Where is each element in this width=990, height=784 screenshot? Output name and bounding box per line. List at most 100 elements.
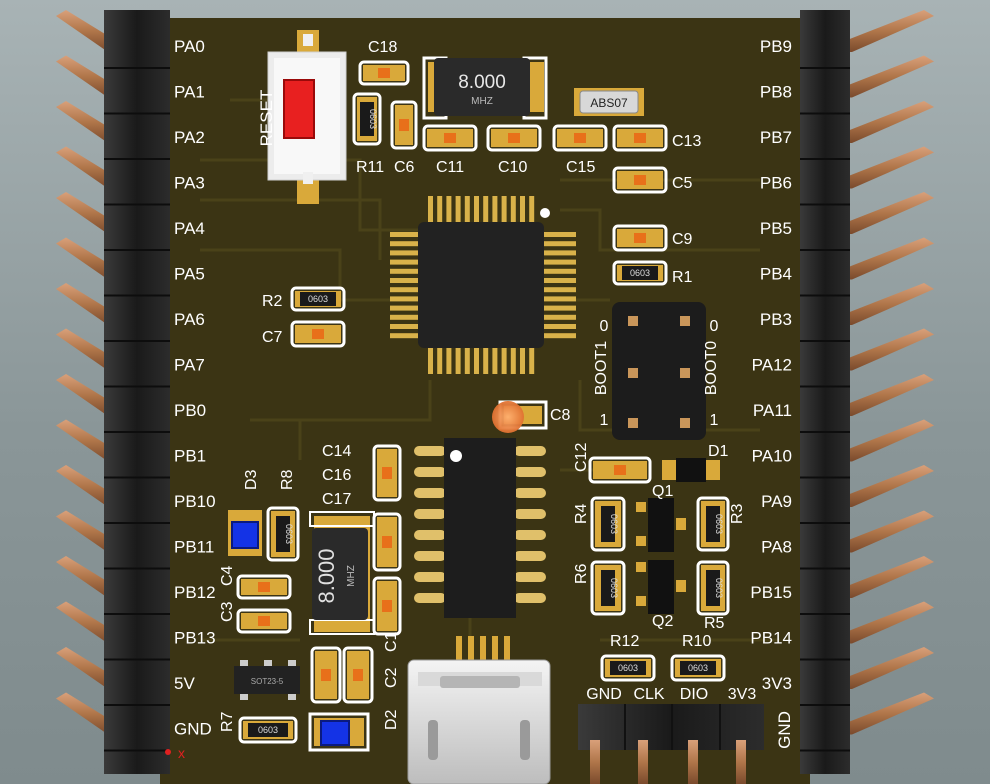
- ref-d1: D1: [708, 443, 729, 460]
- uart-pin1-dot: [450, 450, 462, 462]
- mcu-pin: [446, 346, 452, 374]
- left-pin-label: PB1: [174, 447, 206, 466]
- left-header-pin: [56, 328, 118, 371]
- right-pin-label: PB4: [760, 265, 792, 284]
- swd-header[interactable]: [578, 704, 764, 784]
- mcu-pin: [492, 346, 498, 374]
- capacitor: [486, 124, 542, 152]
- mcu-pin: [542, 278, 576, 283]
- package-code: 0603: [368, 109, 378, 129]
- ref-d2: D2: [383, 709, 400, 730]
- reset-actuator[interactable]: [283, 79, 315, 139]
- left-pin-label: PA7: [174, 356, 205, 375]
- reset-button[interactable]: [267, 30, 347, 204]
- capacitor: [422, 124, 478, 152]
- ref-r11: R11: [356, 159, 384, 176]
- uart-chip-pin: [514, 509, 546, 519]
- uart-chip-pin: [514, 593, 546, 603]
- right-pin-label: PA8: [761, 538, 792, 557]
- left-header-pin: [56, 101, 118, 143]
- package-code: 0603: [284, 524, 294, 544]
- left-header-pin: [56, 283, 118, 325]
- left-header-pin: [56, 374, 118, 416]
- q1-transistor: [648, 498, 674, 552]
- package-code: 0603: [714, 578, 724, 598]
- boot0-one-label: 1: [710, 412, 719, 429]
- ref-c4: C4: [219, 565, 236, 586]
- resistor: 0603: [600, 654, 656, 682]
- mcu-pin: [428, 346, 433, 374]
- capacitor: [358, 60, 410, 86]
- mcu-pin: [390, 314, 420, 320]
- boot1-label: BOOT1: [593, 341, 610, 395]
- left-header-pins: [56, 10, 118, 735]
- uart-chip-pin: [514, 488, 546, 498]
- uart-chip-body: [444, 438, 516, 618]
- resistor: 0603: [590, 560, 626, 616]
- ref-r2: R2: [262, 293, 283, 310]
- uart-chip-pin: [414, 593, 446, 603]
- swd-pin-label: GND: [586, 686, 622, 703]
- mcu-pin: [390, 250, 420, 256]
- mcu-pin: [510, 196, 516, 224]
- right-header-pin: [842, 55, 934, 98]
- uart-chip-pin: [414, 509, 446, 519]
- mcu-pin: [542, 305, 576, 311]
- right-header-pin: [842, 10, 934, 52]
- right-header-pin: [842, 465, 934, 507]
- uart-chip-pin: [514, 551, 546, 561]
- right-header-pin: [842, 101, 934, 143]
- uart-chip-pin: [414, 572, 446, 582]
- package-code: 0603: [609, 578, 619, 598]
- usb-uart-chip: [414, 438, 546, 618]
- right-pin-label: PB15: [750, 583, 792, 602]
- swd-pin-label: 3V3: [728, 686, 757, 703]
- c8-led: [492, 400, 548, 433]
- mcu-pin: [390, 324, 420, 329]
- mcu-pin: [520, 196, 525, 224]
- ref-r12: R12: [610, 633, 639, 650]
- ref-r5: R5: [704, 615, 725, 632]
- ref-r8: R8: [279, 469, 296, 490]
- boot0-label: BOOT0: [703, 341, 720, 395]
- mcu-pin: [390, 305, 420, 311]
- mcu-pin: [390, 278, 420, 283]
- right-header-segments: [800, 67, 850, 752]
- uart-chip-pin: [414, 446, 446, 456]
- ref-c10: C10: [498, 159, 527, 176]
- mcu-pin: [455, 196, 461, 224]
- boot-jumper-header[interactable]: [612, 302, 706, 440]
- mcu-pin: [492, 196, 498, 224]
- ref-c14: C14: [322, 443, 351, 460]
- mcu-pin: [483, 346, 489, 374]
- origin-marker: x: [178, 745, 185, 761]
- ref-c17: C17: [322, 491, 351, 508]
- right-header-pin: [842, 283, 934, 325]
- right-pin-label: GND: [775, 711, 794, 749]
- mcu-chip: [390, 196, 576, 374]
- left-pin-label: PA1: [174, 83, 205, 102]
- crystal-left: 8.000 MHZ: [309, 511, 375, 635]
- left-pin-header: [104, 10, 170, 774]
- ref-c3: C3: [219, 601, 236, 622]
- package-code: 0603: [609, 514, 619, 534]
- capacitor: [552, 124, 608, 152]
- resistor: 0603: [290, 286, 346, 312]
- abs07-crystal: ABS07: [574, 88, 644, 116]
- right-header-pin: [842, 374, 934, 416]
- mcu-pin: [542, 241, 576, 247]
- right-pin-label: PB8: [760, 83, 792, 102]
- resistor: 0603: [238, 716, 298, 744]
- mcu-pin: [390, 268, 420, 274]
- uart-chip-pins: [414, 446, 546, 603]
- origin-dot: [165, 749, 171, 755]
- usb-micro-connector[interactable]: [407, 636, 551, 784]
- voltage-regulator: SOT23-5: [234, 660, 300, 700]
- mcu-pin: [483, 196, 489, 224]
- left-header-pin: [56, 510, 118, 553]
- left-pin-label: GND: [174, 720, 212, 739]
- mcu-pin: [390, 232, 420, 237]
- package-code: 0603: [618, 663, 638, 673]
